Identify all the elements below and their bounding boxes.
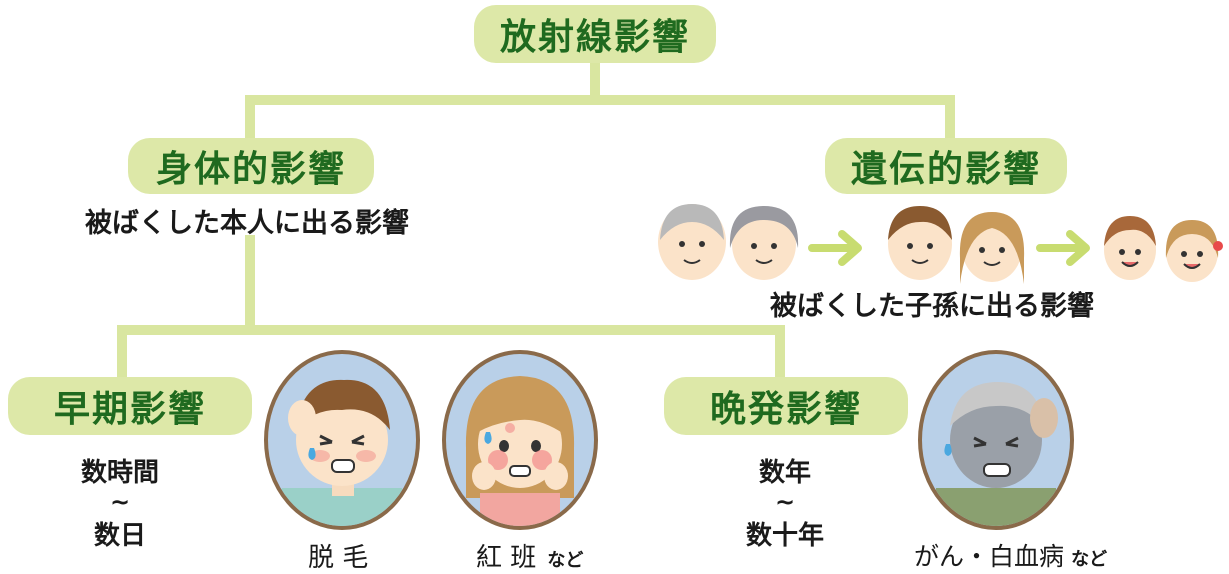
- erythema-label: 紅 班: [476, 543, 537, 573]
- grandparents-illustration: [658, 204, 799, 280]
- early-timespan: 数時間 ~ 数日: [55, 452, 185, 552]
- early-tilde: ~: [109, 488, 131, 516]
- erythema-portrait: [442, 350, 598, 530]
- children-illustration: [1104, 216, 1223, 282]
- cancer-portrait: [918, 350, 1074, 530]
- late-time-to: 数十年: [745, 521, 824, 551]
- hair-loss-portrait: [264, 350, 420, 530]
- early-time-from: 数時間: [80, 458, 159, 488]
- arrow-right-icon: [808, 230, 862, 266]
- somatic-description: 被ばくした本人に出る影響: [85, 208, 409, 239]
- arrow-right-icon-2: [1036, 230, 1090, 266]
- early-time-to: 数日: [93, 521, 146, 551]
- parents-illustration: [888, 206, 1025, 284]
- erythema-suffix: など: [547, 550, 584, 571]
- genetic-title: 遺伝的影響: [825, 138, 1067, 194]
- late-tilde: ~: [774, 488, 796, 516]
- erythema-label-group: 紅 班 など: [476, 537, 583, 574]
- cancer-label: がん・白血病: [914, 542, 1065, 571]
- somatic-title: 身体的影響: [128, 138, 374, 194]
- late-time-from: 数年: [758, 458, 811, 488]
- cancer-label-group: がん・白血病 など: [914, 537, 1107, 573]
- genetic-description: 被ばくした子孫に出る影響: [770, 291, 1094, 322]
- cancer-suffix: など: [1071, 549, 1108, 570]
- hair-loss-label: 脱 毛: [308, 543, 369, 573]
- late-timespan: 数年 ~ 数十年: [720, 452, 850, 552]
- early-title: 早期影響: [8, 377, 252, 435]
- root-title: 放射線影響: [474, 5, 716, 63]
- late-title: 晩発影響: [664, 377, 908, 435]
